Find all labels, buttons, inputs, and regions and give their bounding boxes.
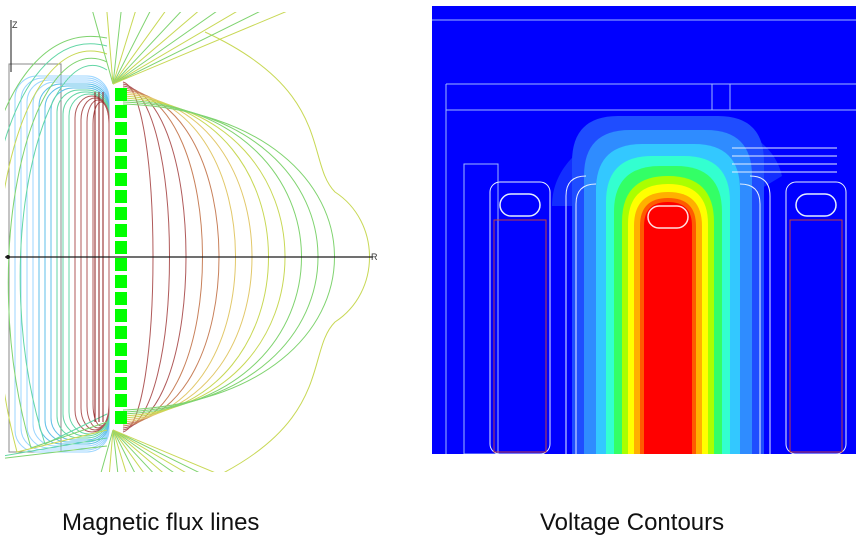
flux-fan-top xyxy=(112,12,136,85)
flux-fan-top xyxy=(112,12,199,85)
side-core-outline xyxy=(789,219,843,453)
conductor-outline xyxy=(575,183,597,454)
coil-block xyxy=(115,207,127,220)
contour-band xyxy=(644,202,692,454)
flux-fan-bottom xyxy=(112,429,186,472)
coil-block xyxy=(115,309,127,322)
flux-line-outer-left xyxy=(5,43,108,457)
flux-loop-inner xyxy=(32,81,110,447)
flux-loop-inner xyxy=(20,77,110,451)
flux-fan-bottom xyxy=(108,429,114,472)
flux-fan-top xyxy=(92,12,114,85)
flux-loop-inner xyxy=(86,99,110,429)
flux-line-outer-left xyxy=(5,35,108,459)
coil-block xyxy=(115,360,127,373)
flux-fan-top xyxy=(112,12,151,85)
structure-column xyxy=(463,163,499,454)
flux-loop-inner xyxy=(92,101,110,427)
coil-block xyxy=(115,326,127,339)
flux-loop-inner xyxy=(50,87,110,441)
coil-block xyxy=(115,224,127,237)
r-axis-label: R xyxy=(371,252,378,262)
flux-fan-top xyxy=(106,12,114,85)
flux-line-outer-left xyxy=(5,50,108,453)
flux-loop-inner xyxy=(74,95,110,433)
conductor-outline xyxy=(739,183,761,454)
coil-block xyxy=(115,275,127,288)
side-core-outline xyxy=(493,219,547,453)
side-conductor xyxy=(489,181,551,454)
flux-fan-bottom xyxy=(112,429,135,472)
flux-fan-top xyxy=(112,12,217,85)
flux-fan-top xyxy=(112,12,182,85)
yoke-outline xyxy=(8,63,62,453)
flux-fan-bottom xyxy=(112,429,154,472)
flux-fan-bottom xyxy=(112,429,200,472)
flux-lines-svg: ZR xyxy=(5,12,378,472)
coil-block xyxy=(115,139,127,152)
coil-block xyxy=(115,394,127,407)
z-axis-label: Z xyxy=(12,20,18,30)
coil-block xyxy=(115,190,127,203)
flux-fan-top xyxy=(112,12,122,85)
conductor-outline xyxy=(565,175,587,454)
flux-caption: Magnetic flux lines xyxy=(62,509,260,536)
structure-box xyxy=(711,83,731,111)
side-conductor xyxy=(785,181,847,454)
voltage-caption: Voltage Contours xyxy=(540,509,725,536)
side-pill xyxy=(795,193,837,217)
coil-block xyxy=(115,156,127,169)
flux-fan-bottom xyxy=(112,429,163,472)
flux-line-outer-left xyxy=(19,64,108,445)
coil-block xyxy=(115,88,127,101)
flux-fan-bottom xyxy=(112,429,215,472)
flux-loop-inner xyxy=(62,91,110,437)
coil-block xyxy=(115,377,127,390)
flux-fan-bottom xyxy=(112,429,144,472)
coil-block xyxy=(115,258,127,271)
coil-block xyxy=(115,292,127,305)
flux-line-outer-left xyxy=(7,57,108,449)
voltage-contours-svg xyxy=(432,6,856,454)
coil-block xyxy=(115,122,127,135)
center-pill xyxy=(647,205,689,229)
flux-fan-bottom xyxy=(112,429,119,472)
flux-fan-top xyxy=(112,12,166,85)
coil-block xyxy=(115,241,127,254)
coil-block xyxy=(115,173,127,186)
coil-block xyxy=(115,105,127,118)
side-pill xyxy=(499,193,541,217)
flux-line-far xyxy=(204,31,370,472)
flux-loop-inner xyxy=(56,89,110,439)
flux-fan-top xyxy=(112,12,237,85)
flux-fan-top xyxy=(112,12,287,85)
conductor-outline xyxy=(749,175,771,454)
coil-block xyxy=(115,343,127,356)
flux-fan-bottom xyxy=(100,429,114,472)
flux-fan-bottom xyxy=(112,429,127,472)
flux-fan-top xyxy=(112,12,260,85)
axis-origin-dot xyxy=(6,255,10,259)
flux-fan-bottom xyxy=(112,429,174,472)
voltage-contour-plot xyxy=(432,6,856,454)
coil-block xyxy=(115,411,127,424)
